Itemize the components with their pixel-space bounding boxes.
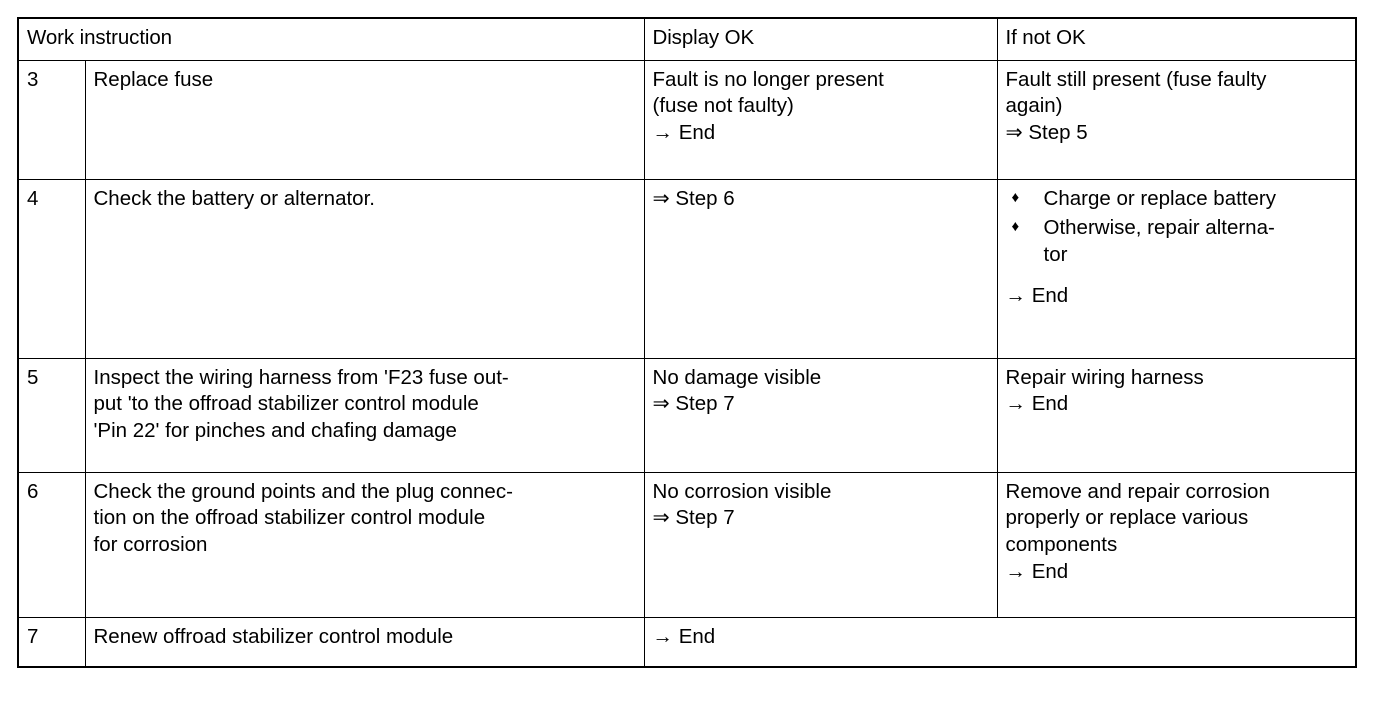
display-ok-cell: ⇒ Step 6: [643, 178, 998, 359]
header-row: Work instruction Display OK If not OK: [17, 17, 1357, 61]
table-header: Work instruction Display OK If not OK: [17, 17, 1357, 61]
display-ok-cell: No corrosion visible ⇒ Step 7: [643, 471, 998, 618]
display-ok-line: ⇒ Step 7: [652, 392, 735, 416]
table-row: 3 Replace fuse Fault is no longer presen…: [17, 59, 1357, 180]
table-row: 7 Renew offroad stabilizer control modul…: [17, 616, 1357, 668]
table-body: 3 Replace fuse Fault is no longer presen…: [17, 59, 1357, 668]
diamond-bullet-icon: ♦: [1011, 188, 1020, 206]
step-number: 3: [17, 59, 86, 180]
list-item: ♦ Charge or replace battery: [1006, 186, 1348, 213]
display-ok-line: → End: [652, 624, 716, 648]
display-ok-line: → End: [652, 120, 716, 144]
table-row: 5 Inspect the wiring harness from 'F23 f…: [17, 357, 1357, 473]
list-item: ♦ Otherwise, repair alterna- tor: [1006, 215, 1348, 268]
work-instruction-cell: Replace fuse: [84, 59, 645, 180]
display-ok-cell: No damage visible ⇒ Step 7: [643, 357, 998, 473]
table-row: 6 Check the ground points and the plug c…: [17, 471, 1357, 618]
if-not-ok-line: properly or replace various: [1005, 506, 1249, 530]
list-item-label: Charge or replace battery: [1043, 186, 1276, 210]
if-not-ok-line: → End: [1005, 559, 1069, 583]
if-not-ok-line: Fault still present (fuse faulty: [1005, 67, 1267, 91]
display-ok-line: Fault is no longer present: [652, 67, 884, 91]
table-row: 4 Check the battery or alternator. ⇒ Ste…: [17, 178, 1357, 359]
if-not-ok-line: components: [1005, 532, 1118, 556]
display-ok-line: No damage visible: [652, 365, 822, 389]
if-not-ok-line: → End: [1005, 392, 1069, 416]
if-not-ok-cell: Repair wiring harness → End: [996, 357, 1357, 473]
diamond-bullet-icon: ♦: [1011, 218, 1020, 236]
step-number: 6: [17, 471, 86, 618]
if-not-ok-line: ⇒ Step 5: [1005, 120, 1088, 144]
work-instruction-cell: Inspect the wiring harness from 'F23 fus…: [84, 357, 645, 473]
if-not-ok-cell: Remove and repair corrosion properly or …: [996, 471, 1357, 618]
if-not-ok-cell: ♦ Charge or replace battery ♦ Otherwise,…: [996, 178, 1357, 359]
display-ok-cell: → End: [643, 616, 1357, 668]
if-not-ok-line: Repair wiring harness: [1005, 365, 1204, 389]
if-not-ok-bullet-list: ♦ Charge or replace battery ♦ Otherwise,…: [1006, 186, 1348, 269]
work-instruction-cell: Check the battery or alternator.: [84, 178, 645, 359]
display-ok-line: (fuse not faulty): [652, 94, 794, 118]
if-not-ok-line: again): [1005, 94, 1063, 118]
work-instruction-table: Work instruction Display OK If not OK 3 …: [17, 17, 1358, 668]
work-instruction-cell: Renew offroad stabilizer control module: [84, 616, 645, 668]
column-header-if-not-ok: If not OK: [996, 17, 1357, 61]
display-ok-line: No corrosion visible: [652, 479, 832, 503]
if-not-ok-cell: Fault still present (fuse faulty again) …: [996, 59, 1357, 180]
work-instruction-sheet: Work instruction Display OK If not OK 3 …: [17, 17, 1358, 668]
if-not-ok-trailing-line: → End: [1005, 283, 1069, 307]
list-item-label: Otherwise, repair alterna- tor: [1043, 216, 1275, 266]
work-instruction-cell: Check the ground points and the plug con…: [84, 471, 645, 618]
step-number: 4: [17, 178, 86, 359]
display-ok-cell: Fault is no longer present (fuse not fau…: [643, 59, 998, 180]
step-number: 7: [17, 616, 86, 668]
display-ok-line: ⇒ Step 6: [652, 186, 735, 210]
step-number: 5: [17, 357, 86, 473]
if-not-ok-line: Remove and repair corrosion: [1005, 479, 1270, 503]
display-ok-line: ⇒ Step 7: [652, 506, 735, 530]
column-header-work-instruction: Work instruction: [17, 17, 645, 61]
column-header-display-ok: Display OK: [643, 17, 998, 61]
